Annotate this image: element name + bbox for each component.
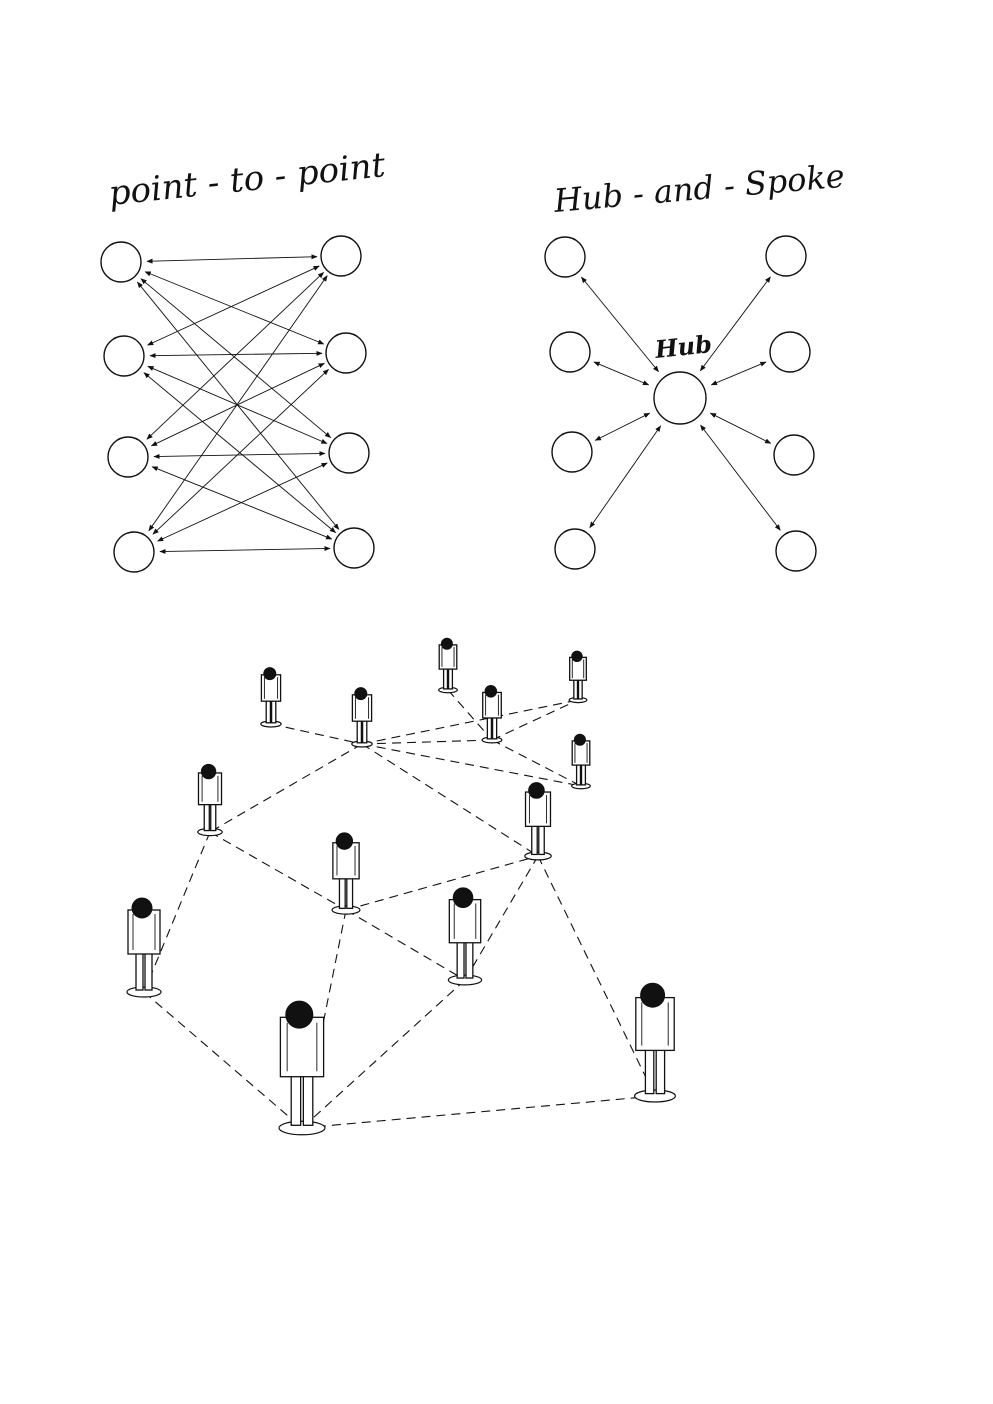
p2p-link-1-4 (137, 281, 340, 530)
p2p-node-6 (325, 332, 367, 374)
person-figure-6 (571, 733, 591, 790)
spoke-node-8 (775, 530, 817, 572)
point-to-point-title: point - to - point (107, 145, 388, 214)
point-to-point-diagram: point - to - point (100, 145, 388, 573)
spoke-link-6 (709, 412, 772, 444)
people-link-3 (270, 723, 363, 745)
p2p-node-1 (100, 241, 142, 283)
hub-node (653, 371, 707, 425)
people-link-5 (361, 699, 579, 745)
people-link-16 (301, 979, 466, 1129)
p2p-node-7 (328, 432, 370, 474)
people-link-15 (464, 855, 539, 981)
spoke-node-6 (773, 434, 815, 476)
spoke-link-7 (589, 425, 661, 529)
people-link-4 (361, 739, 493, 745)
person-figure-1 (438, 637, 458, 694)
spoke-node-3 (549, 331, 591, 373)
people-link-12 (143, 991, 303, 1129)
person-figure-7 (197, 763, 223, 837)
hub-spoke-nodes (544, 235, 817, 572)
people-link-17 (537, 855, 656, 1097)
spoke-link-2 (699, 276, 771, 372)
spoke-link-1 (581, 276, 659, 373)
spoke-node-4 (769, 331, 811, 373)
person-figure-5 (481, 684, 503, 744)
people-link-9 (209, 831, 347, 911)
p2p-link-4-3 (157, 462, 328, 542)
people-link-7 (209, 743, 363, 833)
p2p-node-3 (107, 436, 149, 478)
p2p-link-4-2 (152, 368, 329, 535)
spoke-node-7 (554, 528, 596, 570)
people-link-18 (301, 1095, 656, 1129)
hub-spoke-links (581, 276, 781, 531)
hub-and-spoke-diagram: Hub - and - Spoke Hub (544, 157, 846, 572)
people-link-10 (345, 855, 539, 911)
people-link-8 (361, 743, 539, 857)
p2p-link-3-2 (150, 362, 325, 447)
spoke-node-1 (544, 236, 586, 278)
spoke-link-3 (593, 361, 650, 386)
person-figure-9 (331, 832, 361, 915)
people-figures (126, 637, 676, 1136)
hub-label: Hub (653, 329, 714, 364)
p2p-link-4-4 (159, 546, 331, 554)
p2p-node-5 (320, 235, 362, 277)
spoke-link-5 (594, 412, 651, 441)
p2p-link-1-1 (146, 254, 318, 264)
person-figure-13 (633, 982, 676, 1103)
p2p-link-3-3 (153, 451, 326, 459)
p2p-node-2 (103, 335, 145, 377)
p2p-node-8 (333, 527, 375, 569)
people-link-6 (361, 743, 582, 787)
spoke-node-2 (765, 235, 807, 277)
person-figure-11 (447, 887, 483, 986)
person-figure-4 (351, 687, 373, 748)
p2p-link-1-2 (144, 271, 325, 345)
people-link-19 (491, 739, 582, 787)
p2p-link-3-4 (151, 466, 333, 540)
spoke-link-8 (700, 424, 781, 531)
p2p-link-1-3 (140, 278, 332, 438)
point-to-point-nodes (100, 235, 375, 573)
p2p-link-4-1 (148, 275, 328, 532)
point-to-point-links (137, 254, 340, 554)
people-link-2 (491, 699, 579, 741)
person-figure-2 (568, 650, 588, 704)
person-figure-12 (278, 1000, 326, 1136)
people-network-diagram (126, 637, 676, 1136)
p2p-link-3-1 (146, 272, 325, 440)
p2p-node-4 (113, 531, 155, 573)
person-figure-3 (260, 667, 282, 728)
spoke-link-4 (710, 361, 767, 386)
person-figure-10 (126, 897, 162, 998)
spoke-node-5 (551, 431, 593, 473)
people-link-1 (447, 689, 493, 741)
hub-and-spoke-title: Hub - and - Spoke (551, 157, 846, 220)
person-figure-8 (524, 782, 552, 861)
people-link-13 (345, 909, 466, 981)
